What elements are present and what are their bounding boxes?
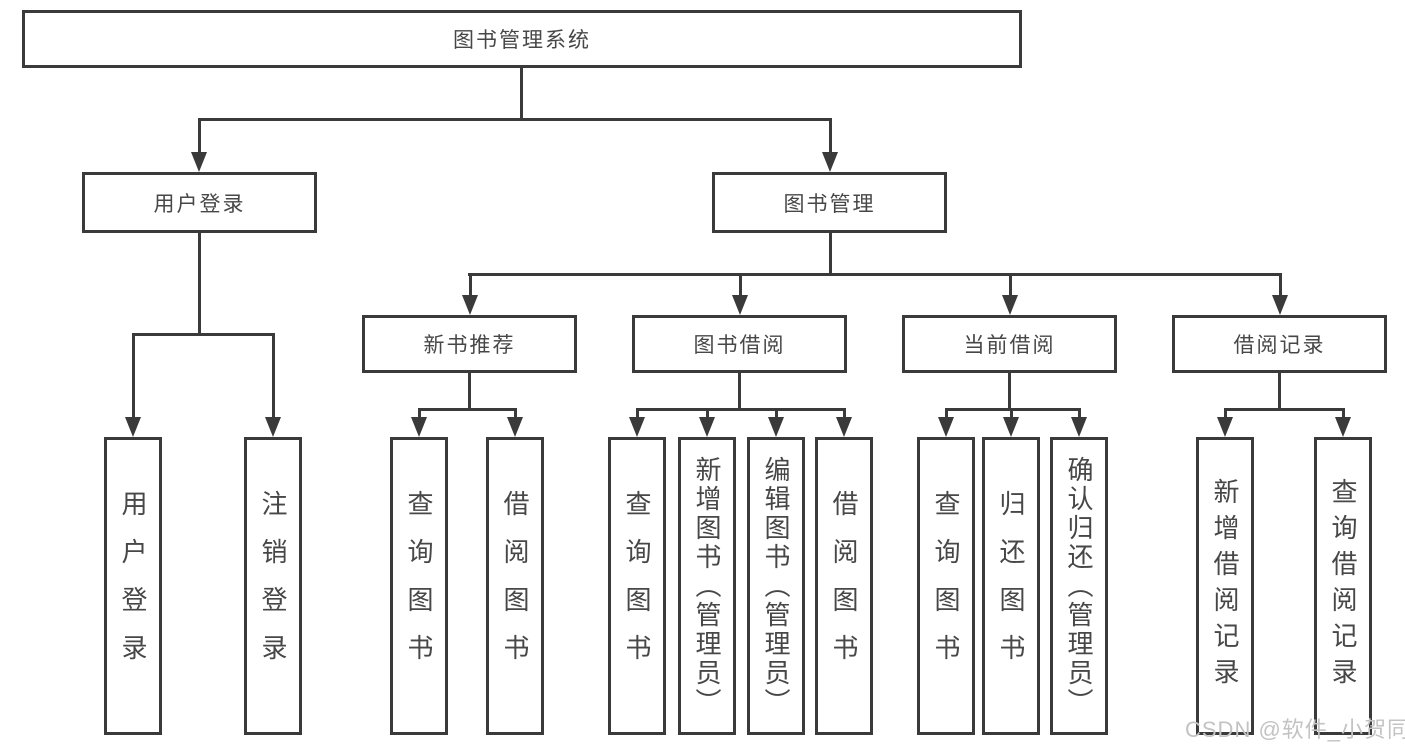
- connector-arrow-stub: [1224, 408, 1227, 421]
- connector-arrow-stub: [945, 408, 948, 421]
- connector-root-stub: [520, 68, 523, 118]
- leaf-query-books-borrowing: 查询图书: [608, 437, 666, 735]
- leaf-add-borrow-record: 新增借阅记录: [1196, 437, 1254, 735]
- node-label: 查询图书: [622, 490, 652, 682]
- node-library-management-system: 图书管理系统: [22, 10, 1022, 68]
- node-label: 用户登录: [118, 490, 148, 682]
- connector-root-rail: [198, 118, 831, 121]
- connector-borrowing-rail: [636, 408, 846, 411]
- node-book-borrowing: 图书借阅: [632, 315, 847, 373]
- node-book-management: 图书管理: [712, 172, 947, 233]
- connector-records-rail: [1224, 408, 1345, 411]
- leaf-query-books-current: 查询图书: [917, 437, 975, 735]
- connector-arrow-stub: [272, 333, 275, 421]
- node-label: 新增图书（管理员）: [692, 455, 722, 717]
- connector-arrow-stub: [132, 333, 135, 421]
- node-label: 查询图书: [931, 490, 961, 682]
- node-label: 确认归还（管理员）: [1064, 455, 1094, 717]
- arrowhead-down-icon: [1003, 417, 1019, 437]
- node-borrowing-records: 借阅记录: [1172, 315, 1387, 373]
- arrowhead-down-icon: [1002, 295, 1018, 315]
- leaf-borrow-books-borrowing: 借阅图书: [815, 437, 873, 735]
- connector-user-login-stub: [198, 233, 201, 333]
- arrowhead-down-icon: [1335, 417, 1351, 437]
- connector-borrowing-stub: [738, 373, 741, 408]
- node-label: 用户登录: [153, 192, 246, 216]
- connector-arrow-stub: [775, 408, 778, 421]
- leaf-edit-book-admin: 编辑图书（管理员）: [747, 437, 805, 735]
- connector-arrow-stub: [1279, 273, 1282, 299]
- connector-user-login-rail: [132, 333, 275, 336]
- connector-arrow-stub: [829, 118, 832, 156]
- node-current-borrowing: 当前借阅: [902, 315, 1117, 373]
- connector-arrow-stub: [1009, 273, 1012, 299]
- connector-current-rail: [945, 408, 1081, 411]
- node-label: 查询借阅记录: [1328, 478, 1358, 694]
- arrowhead-down-icon: [699, 417, 715, 437]
- arrowhead-down-icon: [938, 417, 954, 437]
- arrowhead-down-icon: [822, 152, 838, 172]
- node-user-login: 用户登录: [82, 172, 317, 233]
- connector-arrow-stub: [706, 408, 709, 421]
- node-label: 当前借阅: [963, 334, 1056, 357]
- node-label: 新增借阅记录: [1210, 478, 1240, 694]
- leaf-borrow-books-recommend: 借阅图书: [486, 437, 544, 735]
- arrowhead-down-icon: [507, 417, 523, 437]
- connector-recommend-rail: [418, 408, 517, 411]
- node-label: 归还图书: [996, 490, 1026, 682]
- node-label: 借阅记录: [1233, 334, 1326, 357]
- leaf-add-book-admin: 新增图书（管理员）: [678, 437, 736, 735]
- connector-arrow-stub: [843, 408, 846, 421]
- connector-arrow-stub: [198, 118, 201, 156]
- leaf-confirm-return-admin: 确认归还（管理员）: [1050, 437, 1108, 735]
- arrowhead-down-icon: [265, 417, 281, 437]
- node-label: 借阅图书: [829, 490, 859, 682]
- leaf-query-borrow-record: 查询借阅记录: [1314, 437, 1372, 735]
- node-label: 图书管理: [783, 192, 876, 216]
- arrowhead-down-icon: [1272, 295, 1288, 315]
- connector-arrow-stub: [1342, 408, 1345, 421]
- connector-records-stub: [1278, 373, 1281, 408]
- connector-arrow-stub: [418, 408, 421, 421]
- connector-arrow-stub: [469, 273, 472, 299]
- connector-arrow-stub: [514, 408, 517, 421]
- leaf-query-books-recommend: 查询图书: [390, 437, 448, 735]
- connector-recommend-stub: [468, 373, 471, 408]
- leaf-return-books: 归还图书: [982, 437, 1040, 735]
- node-label: 注销登录: [258, 490, 288, 682]
- node-label: 图书借阅: [693, 334, 786, 357]
- arrowhead-down-icon: [411, 417, 427, 437]
- connector-arrow-stub: [1078, 408, 1081, 421]
- node-label: 图书管理系统: [453, 29, 591, 52]
- node-label: 编辑图书（管理员）: [761, 455, 791, 717]
- leaf-logout-login: 注销登录: [244, 437, 302, 735]
- arrowhead-down-icon: [1071, 417, 1087, 437]
- node-label: 新书推荐: [423, 334, 516, 357]
- node-label: 借阅图书: [500, 490, 530, 682]
- connector-book-management-stub: [829, 233, 832, 273]
- arrowhead-down-icon: [768, 417, 784, 437]
- node-label: 查询图书: [404, 490, 434, 682]
- connector-book-management-rail: [468, 273, 1281, 276]
- arrowhead-down-icon: [629, 417, 645, 437]
- node-new-book-recommendation: 新书推荐: [362, 315, 577, 373]
- watermark: CSDN @软件_小贺同学: [1185, 717, 1405, 742]
- connector-arrow-stub: [739, 273, 742, 299]
- connector-current-stub: [1008, 373, 1011, 408]
- leaf-user-login: 用户登录: [104, 437, 162, 735]
- arrowhead-down-icon: [462, 295, 478, 315]
- arrowhead-down-icon: [191, 152, 207, 172]
- arrowhead-down-icon: [836, 417, 852, 437]
- arrowhead-down-icon: [732, 295, 748, 315]
- arrowhead-down-icon: [125, 417, 141, 437]
- connector-arrow-stub: [1010, 408, 1013, 421]
- arrowhead-down-icon: [1217, 417, 1233, 437]
- connector-arrow-stub: [636, 408, 639, 421]
